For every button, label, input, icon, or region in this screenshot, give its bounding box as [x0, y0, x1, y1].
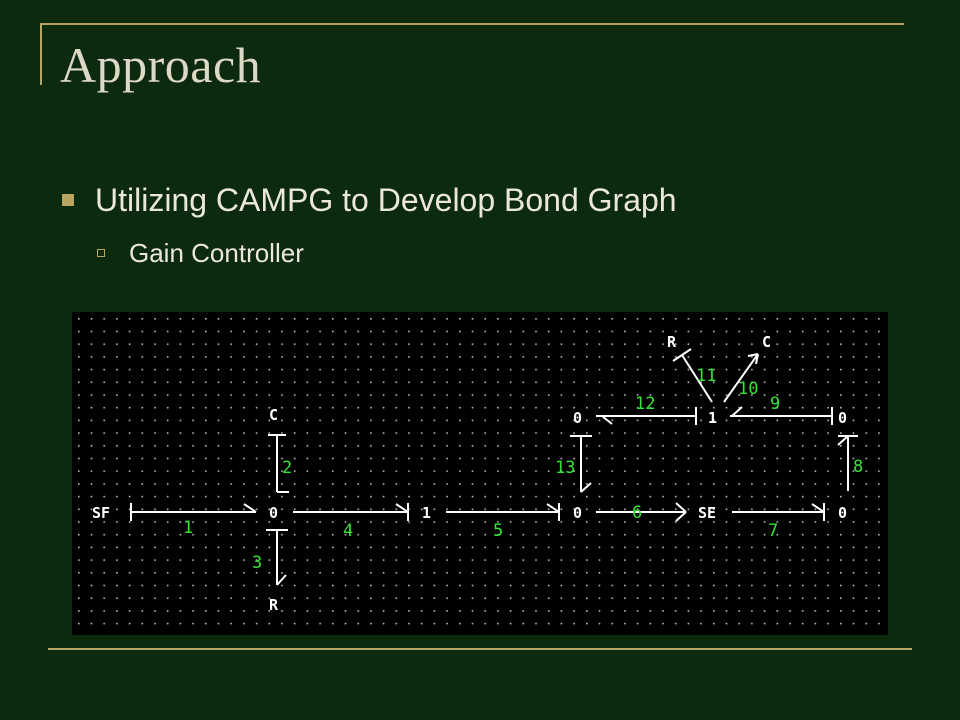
bond-number: 6: [632, 503, 642, 523]
bond-11: 11: [672, 348, 716, 403]
bond-number: 5: [493, 521, 503, 541]
node-capacitor: C: [269, 406, 278, 424]
node-resistor: R: [667, 333, 677, 351]
bond-number: 10: [738, 379, 758, 399]
bond-number: 1: [183, 518, 193, 538]
bullet-level-1: Utilizing CAMPG to Develop Bond Graph: [62, 180, 677, 220]
bond-number: 11: [696, 366, 716, 386]
bond-number: 4: [343, 521, 353, 541]
bond-number: 9: [770, 394, 780, 414]
bond-6: 6: [596, 502, 687, 523]
bond-number: 3: [252, 553, 262, 573]
bond-9: 9: [730, 394, 833, 425]
node-zero: 0: [269, 504, 278, 522]
slide-title: Approach: [60, 37, 262, 93]
bond-10: 10: [723, 353, 759, 403]
bond-number: 7: [768, 521, 778, 541]
bond-12: 12: [596, 394, 697, 425]
top-rule: [40, 23, 904, 25]
bond-13: 13: [555, 435, 592, 493]
bottom-rule: [48, 648, 912, 650]
bond-4: 4: [293, 503, 409, 541]
left-rule: [40, 23, 42, 85]
bond-3: 3: [252, 529, 288, 586]
node-zero: 0: [573, 409, 582, 427]
bond-2: 2: [268, 434, 292, 493]
bullet-text: Utilizing CAMPG to Develop Bond Graph: [95, 181, 677, 218]
bond-number: 8: [853, 457, 863, 477]
node-zero: 0: [838, 409, 847, 427]
dot-grid: [72, 312, 888, 635]
bullet-text: Gain Controller: [129, 237, 304, 268]
bond-1: 1: [130, 503, 257, 538]
bond-number: 2: [282, 458, 292, 478]
bond-5: 5: [446, 503, 560, 541]
node-zero: 0: [573, 504, 582, 522]
bond-7: 7: [732, 503, 825, 541]
node-one: 1: [708, 409, 717, 427]
node-one: 1: [422, 504, 431, 522]
bond-8: 8: [837, 435, 863, 491]
square-bullet-icon: [62, 194, 74, 206]
bond-number: 12: [635, 394, 655, 414]
node-zero: 0: [838, 504, 847, 522]
node-capacitor: C: [762, 333, 771, 351]
bond-number: 13: [555, 458, 575, 478]
node-sf: SF: [92, 504, 110, 522]
hollow-square-bullet-icon: [97, 249, 105, 257]
bullet-level-2: Gain Controller: [97, 237, 304, 269]
bond-graph-diagram: 1 2 3 4 5 6 7 8: [72, 312, 888, 635]
node-effort-source: SE: [698, 504, 716, 522]
node-resistor: R: [269, 596, 279, 614]
